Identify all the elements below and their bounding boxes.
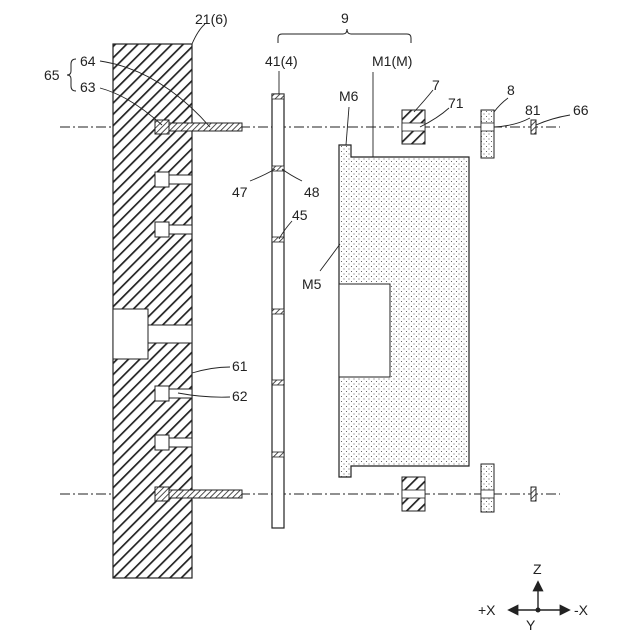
label-21: 21(6)	[195, 11, 228, 27]
block-8-top	[481, 110, 494, 158]
part-66-top	[531, 120, 536, 134]
label-66: 66	[573, 102, 589, 118]
mold-m1	[339, 145, 469, 477]
label-m5: M5	[302, 276, 322, 292]
label-62: 62	[232, 388, 248, 404]
label-81: 81	[525, 102, 541, 118]
label-65: 65	[44, 67, 60, 83]
brace-9	[278, 29, 411, 43]
axis-minus-x-label: -X	[574, 602, 589, 618]
axis-z-label: Z	[533, 561, 542, 577]
label-47: 47	[232, 184, 248, 200]
label-7: 7	[432, 77, 440, 93]
guide-pin-bottom	[155, 487, 242, 501]
label-m6: M6	[339, 88, 359, 104]
axis-indicator	[510, 583, 568, 613]
block-8-bottom	[481, 464, 494, 512]
part-66-bottom	[531, 487, 536, 501]
label-9: 9	[341, 10, 349, 26]
label-63: 63	[80, 79, 96, 95]
label-71: 71	[448, 95, 464, 111]
axis-plus-x-label: +X	[478, 602, 496, 618]
block-7-bottom	[402, 477, 425, 511]
axis-y-label: Y	[526, 617, 536, 633]
label-41: 41(4)	[265, 53, 298, 69]
label-45: 45	[292, 207, 308, 223]
intermediate-plate-41	[272, 94, 284, 528]
brace-65	[67, 59, 76, 91]
block-7-top	[402, 110, 425, 144]
label-m1: M1(M)	[372, 53, 412, 69]
label-8: 8	[507, 82, 515, 98]
label-48: 48	[304, 184, 320, 200]
label-64: 64	[80, 53, 96, 69]
guide-pin-top	[155, 120, 242, 134]
label-61: 61	[232, 358, 248, 374]
